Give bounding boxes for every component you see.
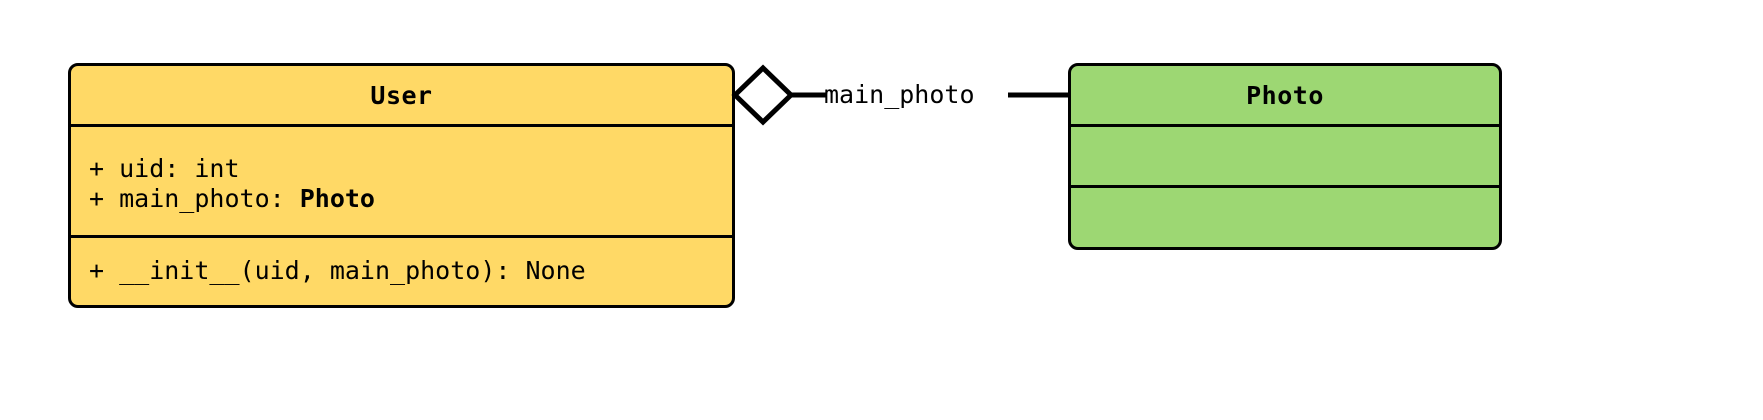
aggregation-diamond-icon — [731, 64, 795, 126]
uml-class-user-name: User — [370, 80, 433, 110]
uml-method-init: + __init__(uid, main_photo): None — [89, 256, 586, 286]
uml-attribute-main-photo-type: Photo — [299, 184, 375, 213]
uml-class-photo-title-compartment: Photo — [1071, 66, 1499, 127]
uml-class-photo-name: Photo — [1246, 80, 1324, 110]
uml-attribute-main-photo: + main_photo: Photo — [71, 184, 732, 215]
uml-attribute-main-photo-label: + main_photo: — [89, 184, 300, 213]
uml-class-user-attributes-compartment: + uid: int + main_photo: Photo — [71, 127, 732, 238]
uml-attribute-uid: + uid: int — [89, 153, 240, 183]
uml-class-user-methods-compartment: + __init__(uid, main_photo): None — [71, 238, 732, 305]
uml-class-user-title-compartment: User — [71, 66, 732, 127]
uml-class-user[interactable]: User + uid: int + main_photo: Photo + __… — [68, 63, 735, 308]
uml-class-photo-methods-compartment — [1071, 188, 1499, 247]
uml-class-photo[interactable]: Photo — [1068, 63, 1502, 250]
uml-class-photo-attributes-compartment — [1071, 127, 1499, 188]
aggregation-label: main_photo — [824, 80, 975, 109]
